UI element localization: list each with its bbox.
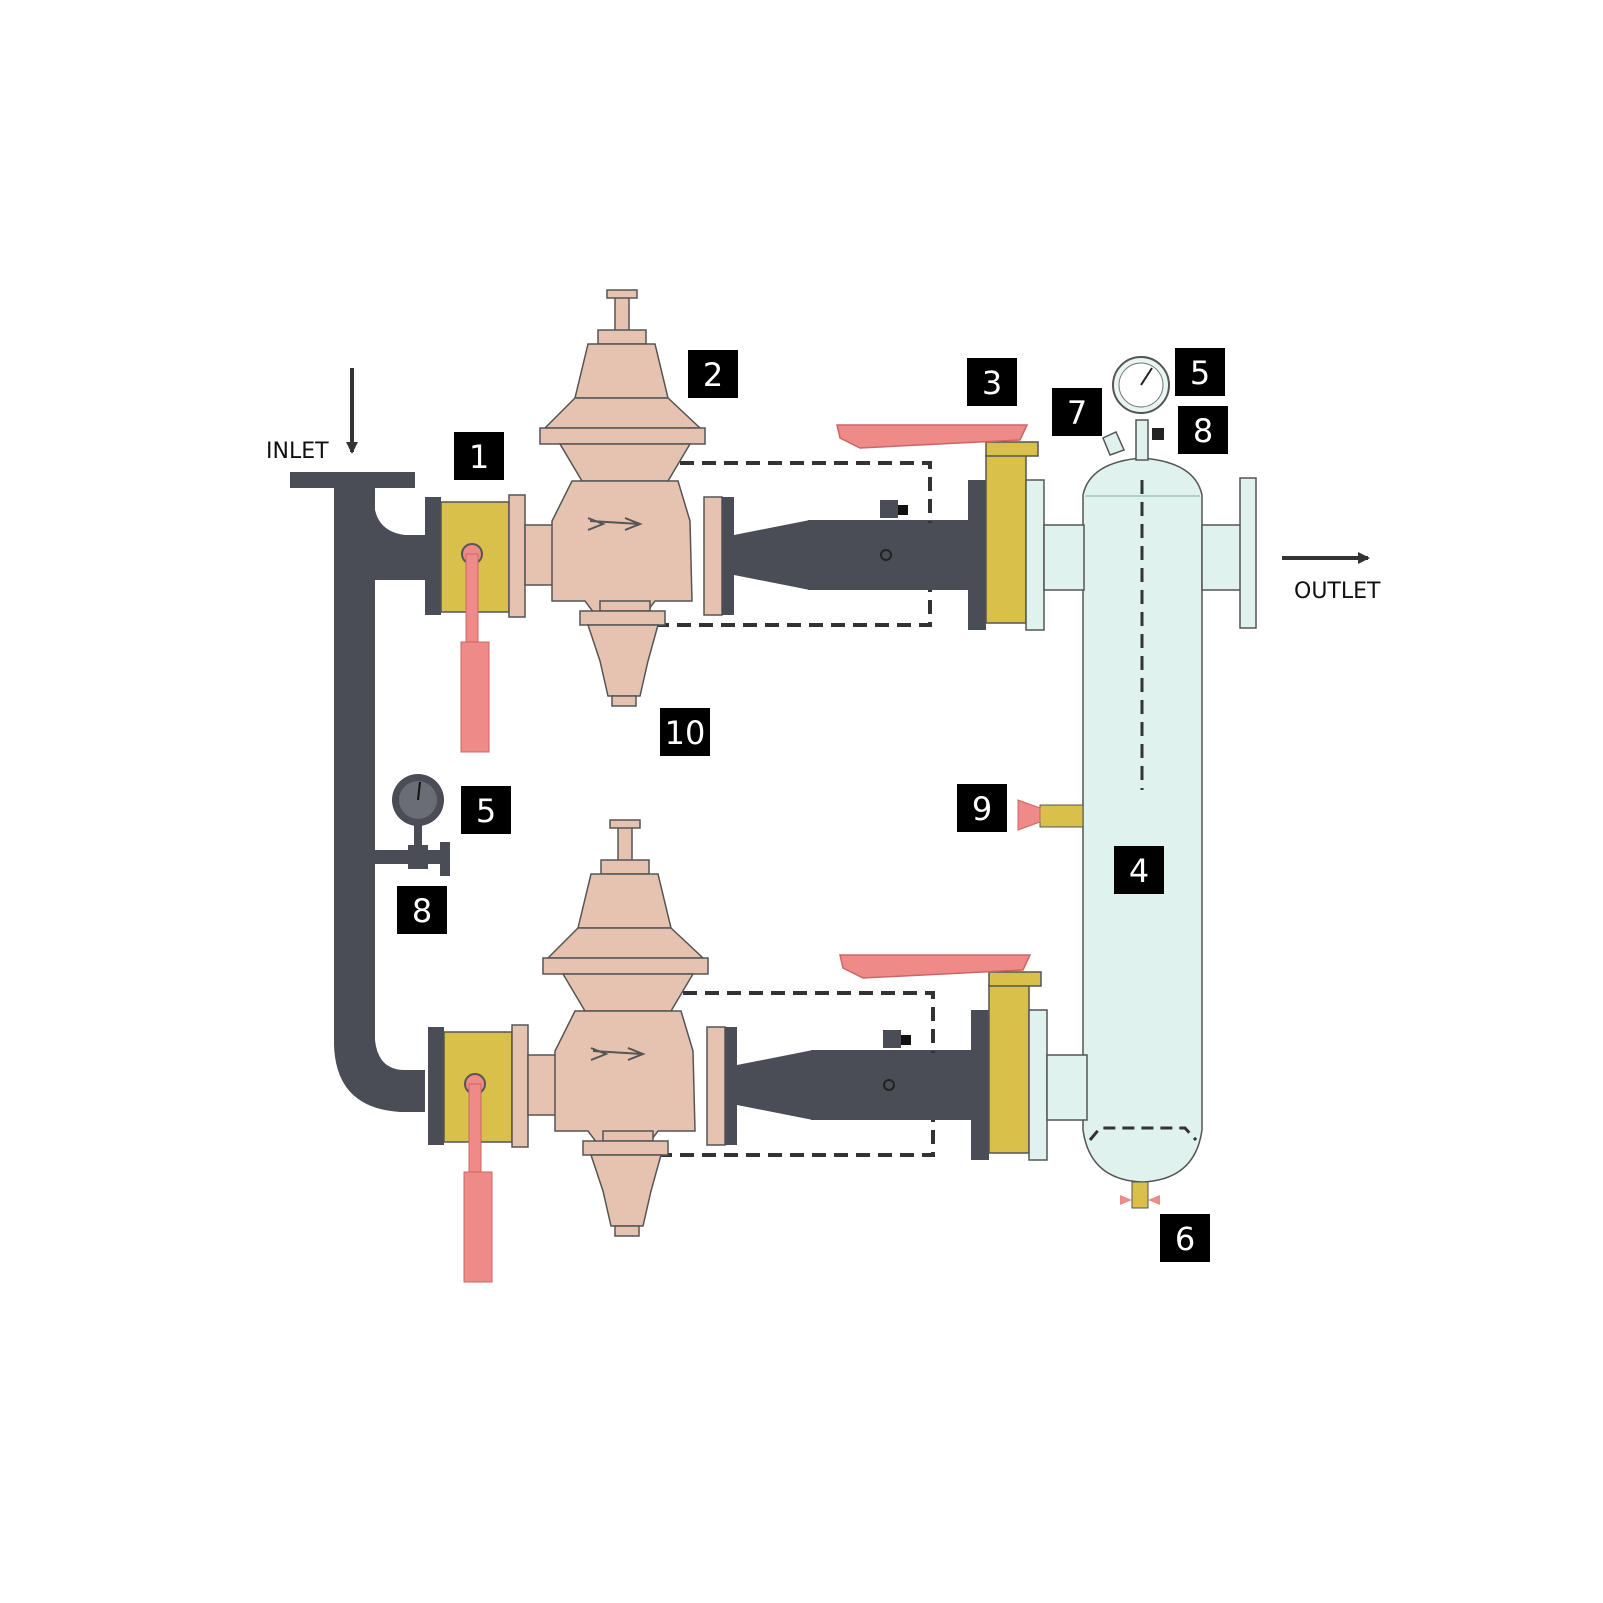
callout-8-tank: 8 (1178, 406, 1228, 454)
callout-1: 1 (454, 432, 504, 480)
callout-3: 3 (967, 358, 1017, 406)
callout-5-tank: 5 (1175, 348, 1225, 396)
drain-valve (1120, 1181, 1160, 1209)
pressure-gauge-header (375, 774, 450, 876)
separator-tank (1043, 457, 1257, 1183)
inlet-label: INLET (266, 439, 329, 464)
svg-text:6: 6 (1175, 1220, 1195, 1258)
callout-4: 4 (1114, 846, 1164, 894)
svg-text:1: 1 (469, 438, 489, 476)
svg-text:8: 8 (1193, 412, 1213, 450)
outlet-label: OUTLET (1294, 579, 1381, 604)
svg-text:4: 4 (1129, 852, 1149, 890)
svg-text:10: 10 (665, 714, 706, 752)
callout-5-header: 5 (461, 786, 511, 834)
svg-text:2: 2 (703, 356, 723, 394)
svg-text:3: 3 (982, 364, 1002, 402)
svg-text:8: 8 (412, 892, 432, 930)
pressure-regulator-top (539, 289, 706, 707)
sample-valve (1017, 799, 1084, 831)
callout-8-header: 8 (397, 886, 447, 934)
callout-2: 2 (688, 350, 738, 398)
regulating-line-bottom (426, 819, 1049, 1284)
svg-text:9: 9 (972, 790, 992, 828)
pressure-gauge-tank (1112, 356, 1170, 461)
pressure-regulator-bottom (542, 819, 709, 1237)
callout-6: 6 (1160, 1214, 1210, 1262)
callout-7: 7 (1052, 388, 1102, 436)
svg-text:5: 5 (476, 792, 496, 830)
vent-valve (1102, 431, 1126, 456)
svg-text:5: 5 (1190, 354, 1210, 392)
callout-10: 10 (660, 708, 710, 756)
inlet-header-pipe (290, 472, 425, 1112)
callout-9: 9 (957, 784, 1007, 832)
svg-text:7: 7 (1067, 394, 1087, 432)
